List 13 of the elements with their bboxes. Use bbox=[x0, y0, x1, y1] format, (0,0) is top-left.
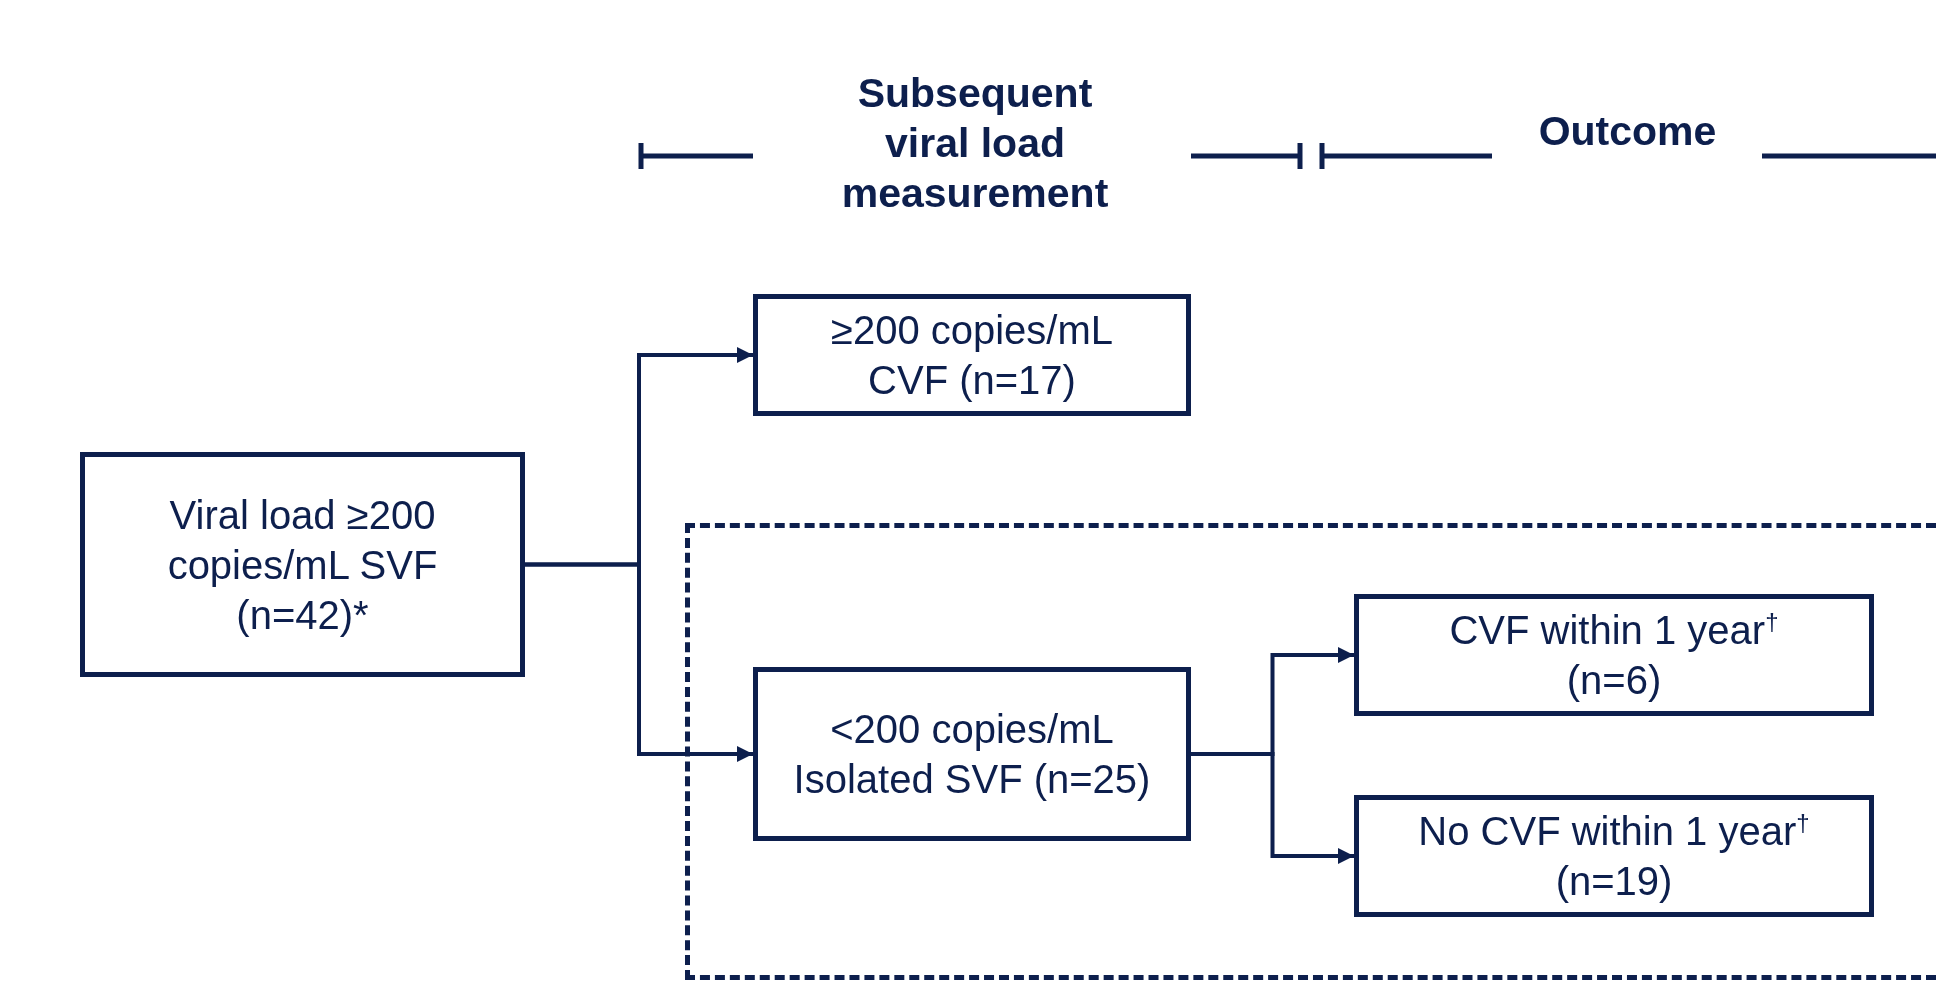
box-text: Viral load ≥200 copies/mL SVF (n=42)* bbox=[166, 491, 439, 639]
dashed-group-box bbox=[685, 523, 1936, 980]
box-text: CVF within 1 year$^{†}$ (n=6) bbox=[1448, 606, 1780, 704]
box-text: <200 copies/mL Isolated SVF (n=25) bbox=[792, 706, 1152, 803]
box-text: No CVF within 1 year$^{†}$ (n=19) bbox=[1417, 807, 1811, 905]
process-box bbox=[1354, 795, 1874, 917]
box-text: ≥200 copies/mL CVF (n=17) bbox=[829, 307, 1115, 404]
process-box bbox=[753, 667, 1191, 841]
process-box bbox=[753, 294, 1191, 416]
arrow bbox=[1191, 752, 1354, 864]
process-box bbox=[80, 452, 525, 677]
arrow bbox=[525, 562, 753, 762]
process-box bbox=[1354, 594, 1874, 716]
